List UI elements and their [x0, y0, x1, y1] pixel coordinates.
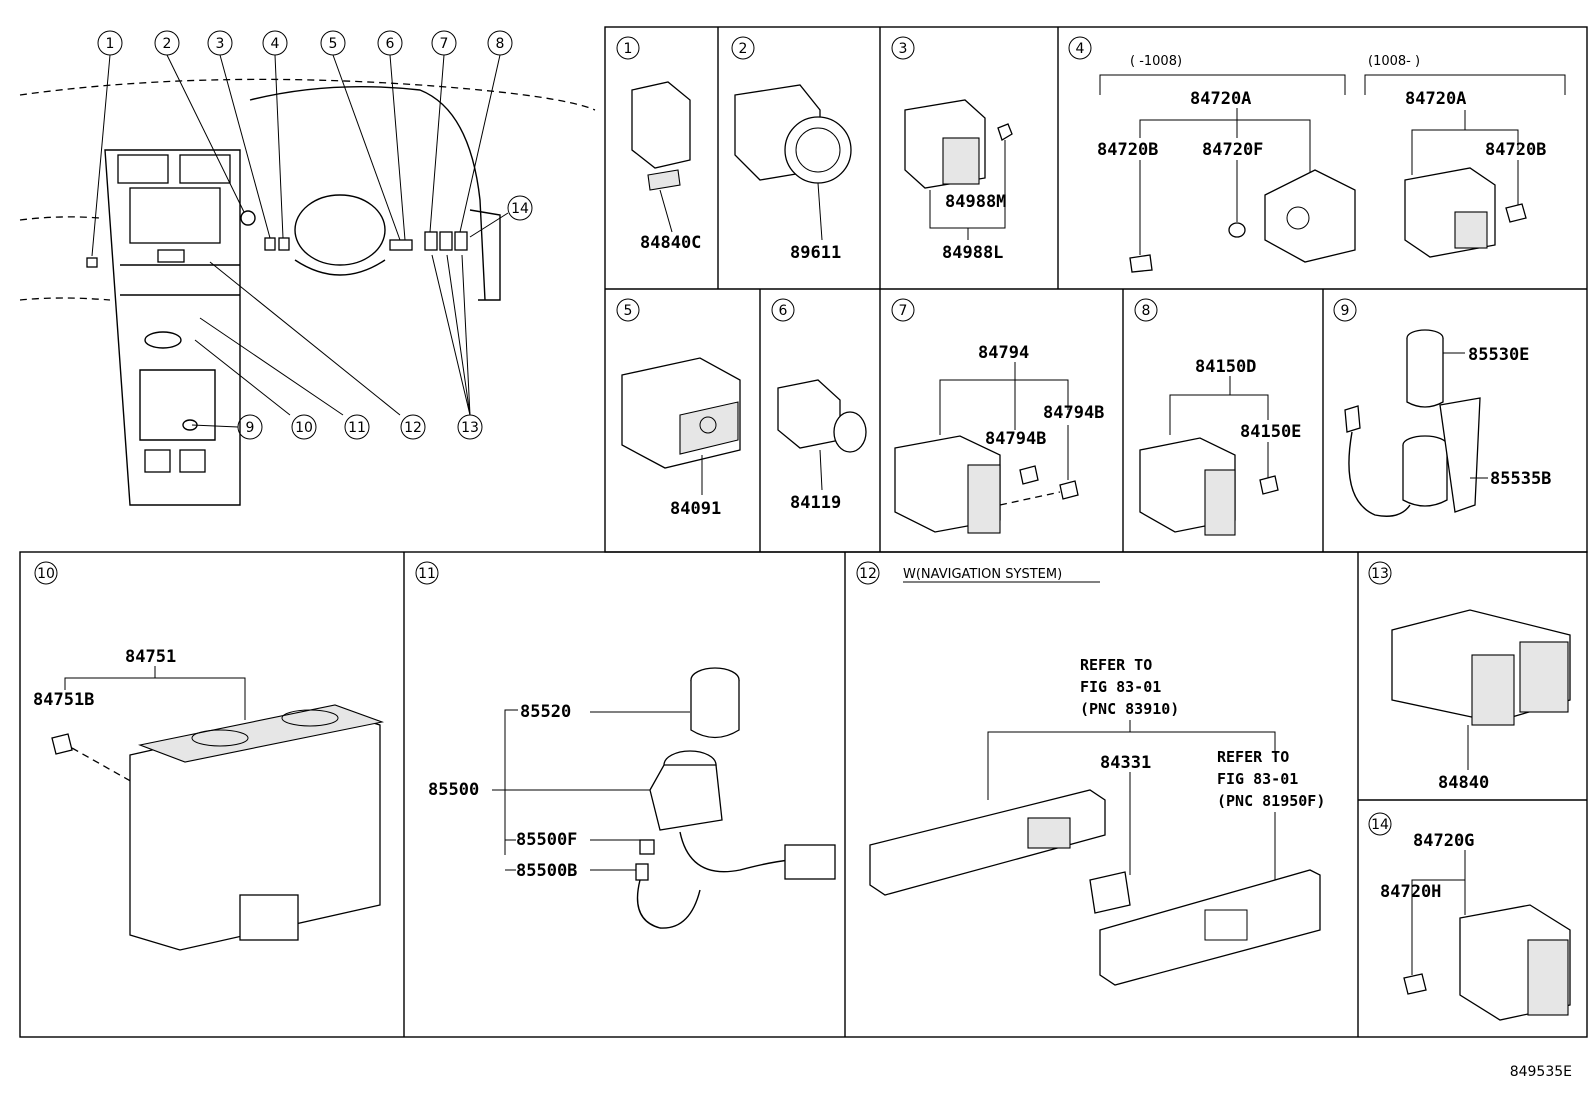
panel-14: 14 84720G 84720H	[1368, 812, 1571, 1021]
ref-note-2-line1: REFER TO	[1217, 748, 1289, 766]
range-left: ( -1008)	[1130, 54, 1182, 69]
part-84720H: 84720H	[1380, 882, 1441, 902]
panel-10: 10 84751 84751B	[33, 561, 385, 951]
range-right: (1008- )	[1368, 54, 1420, 69]
panel-7-index: 7	[899, 303, 908, 319]
part-84091: 84091	[670, 499, 721, 519]
part-85500F: 85500F	[516, 830, 577, 850]
part-84794B-upper: 84794B	[1043, 403, 1104, 423]
part-84751B: 84751B	[33, 690, 94, 710]
callout-4: 4	[271, 36, 280, 52]
panel-11-index: 11	[418, 566, 436, 582]
panel-10-index: 10	[37, 566, 55, 582]
panel-4-index: 4	[1076, 41, 1085, 57]
part-84119: 84119	[790, 493, 841, 513]
panel-12-index: 12	[859, 566, 877, 582]
part-89611: 89611	[790, 243, 841, 263]
part-84988M: 84988M	[945, 192, 1006, 212]
navigation-system-header: W(NAVIGATION SYSTEM)	[903, 567, 1062, 582]
panel-11: 11 85520 85500 85500F 85500B	[415, 561, 836, 929]
panel-frames	[19, 26, 1588, 1038]
ref-note-1-line2: FIG 83-01	[1080, 678, 1161, 696]
ref-note-1-line3: (PNC 83910)	[1080, 700, 1179, 718]
reference-code: 849535E	[1510, 1064, 1572, 1080]
overview-callouts: 1 2 3 4 5 6 7 8 9 10 11 12 13 14	[97, 30, 533, 440]
panel-13-index: 13	[1371, 566, 1389, 582]
panel-12: 12 W(NAVIGATION SYSTEM) REFER TO FIG 83-…	[856, 561, 1325, 986]
part-85500B: 85500B	[516, 861, 577, 881]
part-84840: 84840	[1438, 773, 1489, 793]
part-84150E: 84150E	[1240, 422, 1301, 442]
panel-6: 6 84119	[771, 298, 867, 513]
panel-14-index: 14	[1371, 817, 1389, 833]
callout-13: 13	[461, 420, 479, 436]
part-84720G: 84720G	[1413, 831, 1474, 851]
callout-2: 2	[163, 36, 172, 52]
panel-1-index: 1	[624, 41, 633, 57]
part-84720A-right: 84720A	[1405, 89, 1466, 109]
ref-note-1-line1: REFER TO	[1080, 656, 1152, 674]
panel-2: 2 89611	[731, 36, 852, 263]
ref-note-2-line2: FIG 83-01	[1217, 770, 1298, 788]
part-84988L: 84988L	[942, 243, 1003, 263]
part-84751: 84751	[125, 647, 176, 667]
part-84840C: 84840C	[640, 233, 701, 253]
panel-8: 8 84150D 84150E	[1134, 298, 1301, 536]
part-84794B-lower: 84794B	[985, 429, 1046, 449]
callout-9: 9	[246, 420, 255, 436]
panel-3-index: 3	[899, 41, 908, 57]
part-84794: 84794	[978, 343, 1029, 363]
panel-2-index: 2	[739, 41, 748, 57]
panel-8-index: 8	[1142, 303, 1151, 319]
ref-note-2-line3: (PNC 81950F)	[1217, 792, 1325, 810]
panel-1: 1 84840C	[616, 36, 701, 253]
panel-3: 3 84988M 84988L	[891, 36, 1013, 263]
dashboard-overview: 1 2 3 4 5 6 7 8 9 10 11 12 13 14	[19, 30, 596, 506]
part-85535B: 85535B	[1490, 469, 1551, 489]
part-85500: 85500	[428, 780, 479, 800]
callout-14: 14	[511, 201, 529, 217]
panel-5-index: 5	[624, 303, 633, 319]
callout-1: 1	[106, 36, 115, 52]
part-85520: 85520	[520, 702, 571, 722]
panel-9-index: 9	[1341, 303, 1350, 319]
panel-5: 5 84091	[616, 298, 741, 519]
part-84150D: 84150D	[1195, 357, 1256, 377]
panel-9: 9 85530E 85535B	[1333, 298, 1551, 517]
panel-13: 13 84840	[1368, 561, 1571, 793]
panel-4: 4 ( -1008) (1008- ) 84720A 84720B 84720F…	[1068, 36, 1566, 273]
panel-6-index: 6	[779, 303, 788, 319]
part-84720A-left: 84720A	[1190, 89, 1251, 109]
callout-12: 12	[404, 420, 422, 436]
callout-7: 7	[440, 36, 449, 52]
callout-11: 11	[348, 420, 366, 436]
part-84331: 84331	[1100, 753, 1151, 773]
part-85530E: 85530E	[1468, 345, 1529, 365]
callout-6: 6	[386, 36, 395, 52]
part-84720F: 84720F	[1202, 140, 1263, 160]
part-84720B-right: 84720B	[1485, 140, 1546, 160]
part-84720B-left: 84720B	[1097, 140, 1158, 160]
callout-8: 8	[496, 36, 505, 52]
callout-10: 10	[295, 420, 313, 436]
callout-5: 5	[329, 36, 338, 52]
callout-3: 3	[216, 36, 225, 52]
panel-7: 7 84794 84794B 84794B	[891, 298, 1104, 534]
